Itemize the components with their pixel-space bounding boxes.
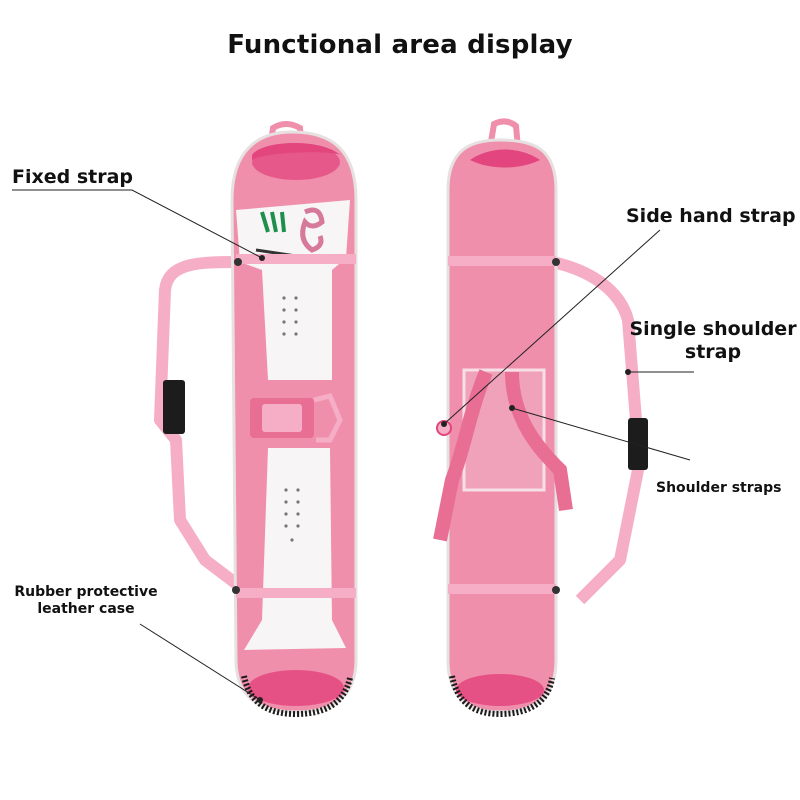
leader-lines — [12, 189, 694, 701]
backpack-strap-right — [505, 371, 573, 512]
top-handle-back — [487, 118, 521, 149]
label-shoulder-straps: Shoulder straps — [656, 480, 782, 496]
label-fixed-strap: Fixed strap — [12, 166, 134, 188]
page-title: Functional area display — [227, 30, 573, 60]
label-rubber-protective-case: Rubber protective leather case — [6, 584, 166, 618]
side-hand-strap — [448, 256, 556, 266]
vent-holes-top — [282, 296, 298, 336]
leader-side-hand-strap — [443, 229, 661, 425]
white-panel-bottom — [244, 448, 346, 650]
rubber-edge-back — [449, 675, 555, 718]
tail-tip — [248, 670, 344, 706]
brand-mark-icon — [300, 207, 325, 253]
backpack-strap-left — [433, 369, 493, 542]
leader-shoulder-straps — [511, 407, 691, 461]
left-bag-shoulder-strap — [154, 256, 242, 590]
rubber-edge — [241, 675, 353, 718]
back-bag — [433, 118, 648, 718]
single-shoulder-strap — [550, 256, 646, 605]
front-bag — [154, 121, 358, 718]
fixed-strap-upper — [236, 254, 356, 264]
strap-buckle — [163, 380, 185, 434]
label-rubber-line2: leather case — [37, 600, 135, 617]
leader-fixed-strap — [12, 189, 263, 259]
label-rubber-line1: Rubber protective — [14, 584, 158, 600]
label-side-hand-strap: Side hand strap — [626, 205, 796, 227]
label-single-shoulder-strap: Single shoulder strap — [626, 318, 800, 364]
leader-rubber-case — [139, 623, 261, 701]
brand-logo-icon — [260, 211, 286, 233]
top-handle — [267, 121, 305, 151]
label-single-shoulder-line2: strap — [684, 340, 742, 363]
vent-holes-bottom — [284, 488, 300, 542]
strap-buckle-back — [628, 418, 648, 470]
label-single-shoulder-line1: Single shoulder — [629, 318, 797, 340]
fixed-strap-lower — [236, 588, 356, 598]
